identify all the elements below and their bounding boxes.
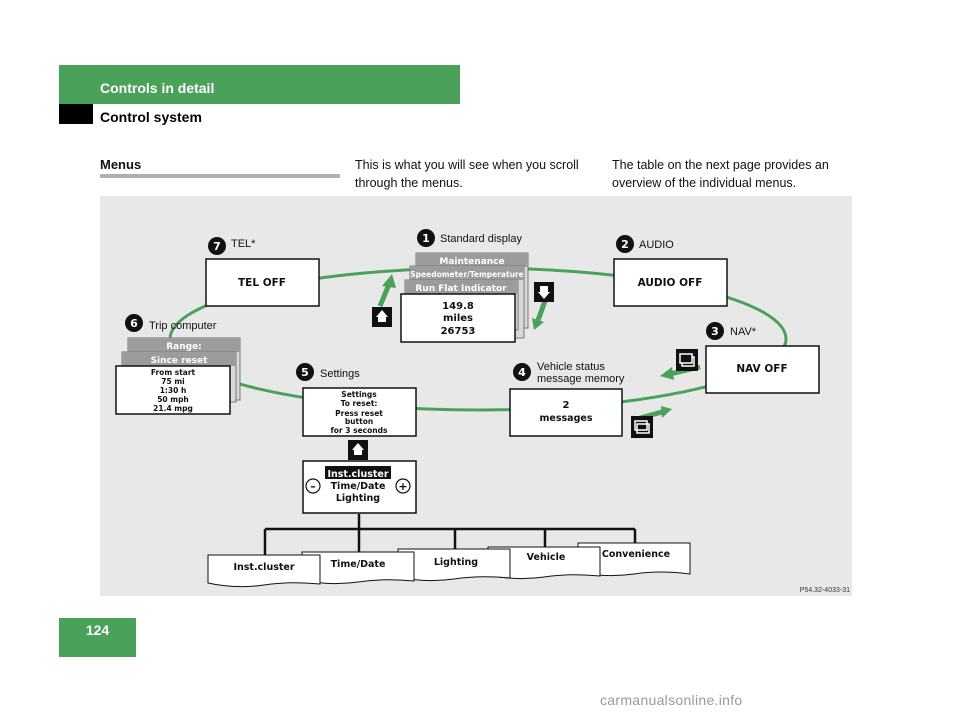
- standard-value-3: 26753: [441, 326, 476, 337]
- standard-front-display: [400, 293, 516, 343]
- svg-text:Vehicle: Vehicle: [527, 552, 566, 563]
- settings-menu-item-2: Lighting: [336, 493, 380, 504]
- tel-display: [205, 258, 320, 307]
- trip-line-1: From start: [151, 368, 196, 377]
- number-badge-1: [417, 229, 435, 247]
- settings-up-button-icon: [348, 440, 368, 460]
- nav-display: [705, 345, 820, 394]
- down-button-icon: [534, 282, 554, 302]
- up-button-icon: [372, 307, 392, 327]
- number-1: 1: [422, 232, 430, 245]
- settings-label: Settings: [320, 368, 360, 380]
- trip-line-5: 21.4 mpg: [153, 404, 193, 413]
- down-arrow-right: [534, 300, 548, 324]
- number-6: 6: [130, 317, 138, 330]
- stack-runflat: Run Flat Indicator: [415, 284, 507, 294]
- settings-menu-selected: Inst.cluster: [327, 469, 388, 480]
- stack-speedometer: Speedometer/Temperature: [410, 270, 523, 279]
- standard-value-2: miles: [443, 313, 473, 324]
- number-3: 3: [711, 325, 719, 338]
- minus-sign: –: [310, 480, 316, 493]
- audio-display-text: AUDIO OFF: [638, 277, 703, 289]
- plus-icon: [395, 478, 411, 494]
- standard-value-1: 149.8: [442, 301, 474, 312]
- number-badge-7: [208, 237, 226, 255]
- plus-sign: +: [398, 480, 407, 493]
- selected-highlight: [325, 466, 391, 479]
- number-4: 4: [518, 366, 526, 379]
- header-title: Controls in detail: [100, 80, 215, 96]
- number-7: 7: [213, 240, 221, 253]
- vehicle-label-2: message memory: [537, 373, 625, 385]
- audio-display: [613, 258, 728, 307]
- number-badge-2: [616, 235, 634, 253]
- tab-inst-cluster: Inst.cluster: [207, 554, 321, 588]
- body-text-1: This is what you will see when you scrol…: [355, 158, 579, 190]
- nav-label: NAV*: [730, 326, 757, 338]
- settings-menu-item-1: Time/Date: [331, 481, 386, 492]
- section-rule: [100, 174, 340, 178]
- settings-group: 5 Settings Settings To reset: Press rese…: [296, 363, 417, 437]
- trip-computer-group: 6 Trip computer Range: Since reset From …: [115, 314, 241, 415]
- scroll-forward-button-icon: [631, 416, 653, 438]
- section-title: Menus: [100, 157, 142, 172]
- tel-label: TEL*: [231, 238, 256, 250]
- settings-menu: Inst.cluster Time/Date Lighting – +: [302, 460, 417, 514]
- trip-front-display: [115, 365, 231, 415]
- vehicle-status-group: 4 Vehicle status message memory 2 messag…: [509, 361, 625, 437]
- figure-code: P54.32-4033-31: [800, 587, 850, 594]
- nav-group: 3 NAV* NAV OFF: [705, 322, 820, 394]
- trip-since-reset: Since reset: [151, 356, 209, 366]
- vehicle-count: 2: [563, 400, 570, 411]
- trip-line-3: 1:30 h: [160, 386, 187, 395]
- vehicle-label-1: Vehicle status: [537, 361, 605, 373]
- vehicle-messages: messages: [540, 413, 593, 424]
- watermark: carmanualsonline.info: [600, 692, 743, 708]
- subheader-marker: [59, 104, 93, 124]
- menu-diagram: 7 TEL* TEL OFF 1 Standard display Mainte…: [100, 196, 852, 596]
- page-number-box: [59, 618, 136, 657]
- header-band: [59, 65, 460, 104]
- tab-lighting: Lighting: [397, 548, 511, 582]
- number-5: 5: [301, 366, 309, 379]
- body-text-2: The table on the next page provides an o…: [612, 158, 829, 190]
- minus-icon: [305, 478, 321, 494]
- scroll-back-button-icon: [676, 349, 698, 371]
- settings-line-2: To reset:: [341, 399, 378, 408]
- svg-text:Convenience: Convenience: [602, 549, 670, 560]
- trip-line-2: 75 mi: [161, 377, 184, 386]
- settings-line-4: button: [345, 417, 373, 426]
- standard-display-group: 1 Standard display Maintenance Speedomet…: [400, 229, 529, 343]
- tel-group: 7 TEL* TEL OFF: [205, 237, 320, 307]
- number-2: 2: [621, 238, 629, 251]
- number-badge-5: [296, 363, 314, 381]
- number-badge-3: [706, 322, 724, 340]
- tel-display-text: TEL OFF: [238, 277, 286, 289]
- settings-line-5: for 3 seconds: [331, 426, 388, 435]
- header-subtitle: Control system: [100, 109, 202, 125]
- settings-display: [302, 387, 417, 437]
- settings-line-3: Press reset: [335, 409, 383, 418]
- settings-line-1: Settings: [341, 390, 377, 399]
- trip-range: Range:: [166, 342, 202, 352]
- page-number: 124: [85, 622, 110, 638]
- standard-label: Standard display: [440, 233, 522, 245]
- trip-line-4: 50 mph: [157, 395, 189, 404]
- svg-text:Lighting: Lighting: [434, 557, 478, 568]
- audio-label: AUDIO: [639, 239, 674, 251]
- stack-maintenance: Maintenance: [439, 257, 504, 267]
- svg-text:Inst.cluster: Inst.cluster: [233, 562, 294, 573]
- vehicle-display: [509, 388, 623, 437]
- audio-group: 2 AUDIO AUDIO OFF: [613, 235, 728, 307]
- number-badge-6: [125, 314, 143, 332]
- svg-text:Time/Date: Time/Date: [331, 559, 386, 570]
- trip-label: Trip computer: [149, 320, 217, 332]
- number-badge-4: [513, 363, 531, 381]
- nav-display-text: NAV OFF: [736, 363, 787, 375]
